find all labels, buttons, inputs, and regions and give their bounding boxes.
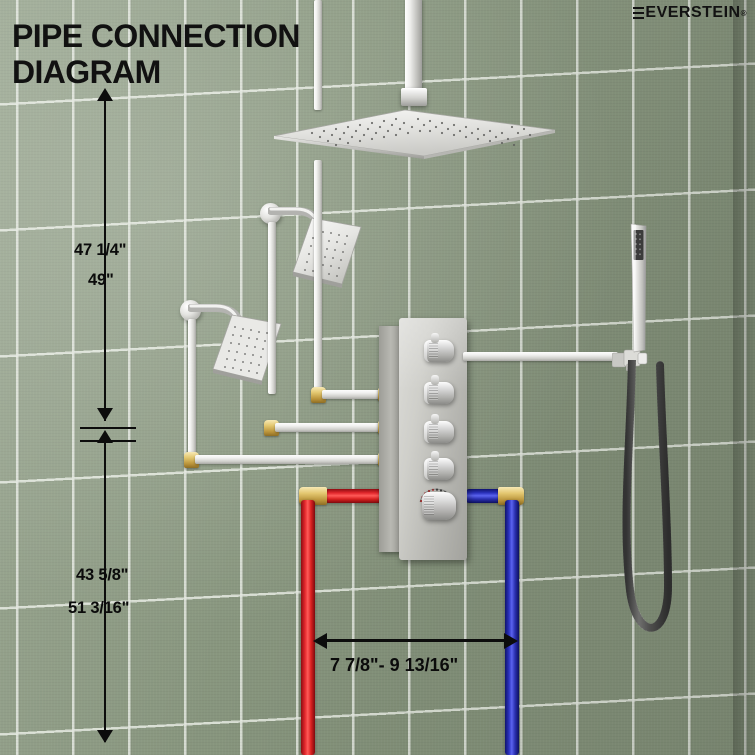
upper-shower-head — [292, 217, 362, 288]
handle-lever-nub-3 — [431, 414, 439, 424]
page-title-line-2: DIAGRAM — [12, 54, 161, 90]
dim-horizontal-arrow-left — [313, 632, 327, 649]
outlet-pipe-upper-jet — [275, 423, 385, 432]
dim-top-label-secondary: 49" — [88, 271, 114, 289]
handheld-shower-wand[interactable] — [628, 222, 649, 362]
rain-shower-head — [273, 109, 556, 159]
wall-corner-shadow — [733, 0, 755, 755]
lower-shower-head — [212, 314, 282, 385]
hot-supply-horizontal — [325, 489, 385, 503]
page-title-line-1: PIPE CONNECTION — [12, 18, 301, 54]
brand-logo: EVERSTEIN ® — [633, 4, 747, 22]
outlet-pipe-lower-jet — [195, 455, 385, 464]
dim-reference-tick-upper — [80, 427, 136, 429]
thermo-grip-ribs — [424, 496, 434, 515]
handle-lever-nub-2 — [431, 375, 439, 385]
valve-handle-2[interactable] — [424, 375, 454, 404]
handle-grip-ribs-3 — [429, 424, 438, 440]
dim-top-arrow-up — [97, 88, 113, 101]
ceiling-arm-connector — [401, 88, 427, 106]
hot-supply-vertical — [301, 500, 315, 755]
valve-handle-3[interactable] — [424, 414, 454, 443]
rain-head-feed-pipe — [314, 160, 322, 390]
dim-bottom-label-secondary: 51 3/16" — [68, 599, 130, 617]
brand-name: EVERSTEIN — [645, 4, 741, 21]
thermostatic-temperature-dial[interactable] — [422, 492, 456, 520]
dim-top-line — [104, 99, 106, 421]
handle-grip-ribs-1 — [429, 343, 438, 359]
upper-jet-feed-pipe — [268, 222, 276, 394]
dim-top-label-primary: 47 1/4" — [74, 241, 127, 259]
dim-horizontal-line — [313, 632, 518, 649]
registered-trademark-icon: ® — [740, 8, 747, 18]
rain-head-feed-pipe-top — [314, 0, 322, 110]
valve-handle-4[interactable] — [424, 451, 454, 480]
outlet-pipe-rain — [322, 390, 384, 399]
dim-reference-tick-lower — [80, 440, 136, 442]
dim-bottom-label-primary: 43 5/8" — [76, 566, 129, 584]
handle-grip-ribs-4 — [429, 461, 438, 477]
ceiling-shower-arm — [405, 0, 422, 92]
dim-bottom-line — [104, 442, 106, 742]
dim-bottom-arrow-down — [97, 730, 113, 743]
handle-lever-nub-1 — [431, 333, 439, 343]
dim-bottom-arrow-up — [97, 430, 113, 443]
valve-handle-1[interactable] — [424, 333, 454, 362]
handheld-feed-pipe — [463, 352, 618, 361]
dim-horizontal-arrow-right — [504, 632, 518, 649]
handle-grip-ribs-2 — [429, 385, 438, 401]
everstein-e-mark-icon — [633, 6, 645, 20]
handle-lever-nub-4 — [431, 451, 439, 461]
cold-supply-vertical — [505, 500, 519, 755]
lower-jet-feed-pipe — [188, 319, 196, 457]
handheld-flexible-hose — [622, 360, 673, 632]
dim-top-arrow-down — [97, 408, 113, 421]
page-title: PIPE CONNECTION DIAGRAM — [12, 18, 432, 90]
dim-horizontal-label: 7 7/8"- 9 13/16" — [330, 655, 459, 675]
